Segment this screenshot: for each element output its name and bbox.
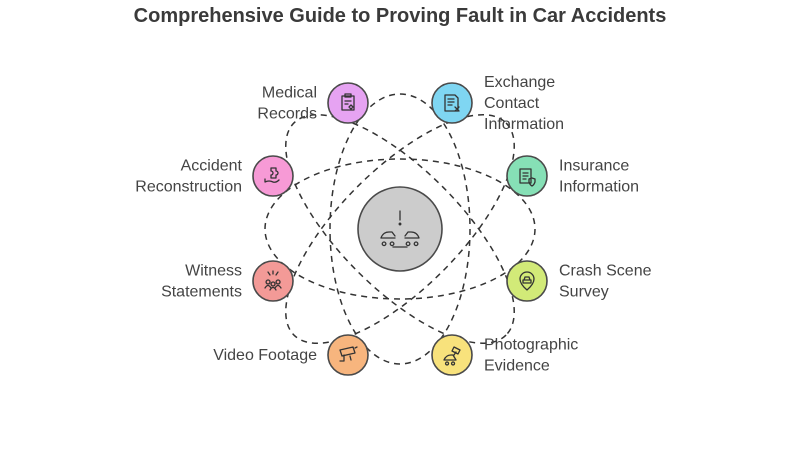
node-circle bbox=[252, 260, 294, 302]
node-label: Insurance bbox=[559, 158, 629, 175]
node-video-footage: Video Footage bbox=[213, 334, 369, 376]
orbit-lines bbox=[264, 93, 536, 365]
orbit-ellipse bbox=[264, 158, 536, 300]
location-car-icon bbox=[519, 271, 535, 291]
node-label: Medical bbox=[262, 85, 317, 102]
node-circle bbox=[327, 82, 369, 124]
node-label: Evidence bbox=[484, 358, 550, 375]
contact-document-icon bbox=[444, 94, 460, 112]
car-collision-icon bbox=[380, 210, 420, 248]
node-label: Crash Scene bbox=[559, 263, 652, 280]
node-label: Exchange bbox=[484, 74, 555, 91]
orbit-ellipse bbox=[285, 114, 515, 344]
node-label: Statements bbox=[161, 284, 242, 301]
node-label: Information bbox=[559, 179, 639, 196]
orbit-ellipse bbox=[329, 93, 471, 365]
puzzle-hand-icon bbox=[264, 167, 280, 183]
node-circle bbox=[252, 155, 294, 197]
page-title: Comprehensive Guide to Proving Fault in … bbox=[134, 5, 667, 27]
node-circle bbox=[506, 260, 548, 302]
center-node bbox=[357, 186, 443, 272]
node-label: Survey bbox=[559, 284, 609, 301]
security-camera-icon bbox=[339, 346, 358, 362]
node-label: Video Footage bbox=[213, 347, 317, 364]
insurance-document-icon bbox=[519, 168, 536, 187]
node-label: Accident bbox=[181, 158, 243, 175]
node-label: Witness bbox=[185, 263, 242, 280]
node-label: Contact bbox=[484, 95, 540, 112]
orbit-ellipse bbox=[285, 114, 515, 344]
node-label: Records bbox=[257, 106, 317, 123]
medical-clipboard-icon bbox=[341, 93, 355, 111]
node-label: Reconstruction bbox=[135, 179, 242, 196]
witness-group-icon bbox=[264, 270, 282, 291]
camera-car-icon bbox=[443, 346, 461, 366]
node-label: Photographic bbox=[484, 337, 578, 354]
node-label: Information bbox=[484, 116, 564, 133]
node-circle bbox=[431, 82, 473, 124]
center-circle bbox=[357, 186, 443, 272]
